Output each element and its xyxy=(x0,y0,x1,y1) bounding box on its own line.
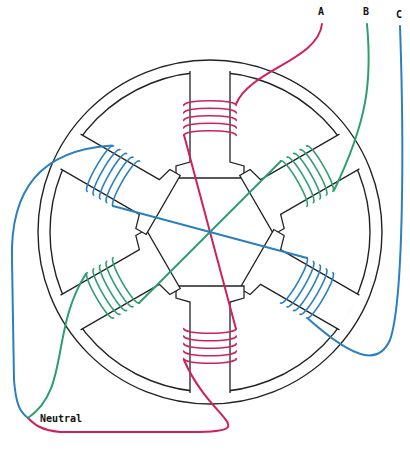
winding-turn xyxy=(184,351,236,356)
winding-turn xyxy=(103,261,134,309)
phase-label: C xyxy=(396,9,402,20)
winding-turn xyxy=(103,155,134,203)
winding-turn xyxy=(293,151,324,199)
winding-turn xyxy=(184,328,236,333)
pole-body xyxy=(240,230,367,342)
winding-turn xyxy=(287,261,318,309)
winding-turn xyxy=(300,147,331,195)
phase-wire xyxy=(236,24,322,104)
winding-turn xyxy=(293,265,324,313)
winding-turn xyxy=(109,257,140,305)
winding-turn xyxy=(184,343,236,348)
winding-turn xyxy=(90,147,121,195)
winding-turn xyxy=(287,155,318,203)
winding-turn xyxy=(83,144,114,192)
pole-body xyxy=(54,230,181,342)
winding-turn xyxy=(280,257,311,305)
winding-turn xyxy=(96,151,127,199)
winding-turn xyxy=(184,123,236,128)
coil-winding xyxy=(280,257,337,320)
phase-wire xyxy=(28,360,228,432)
phase-wire xyxy=(308,26,402,355)
stator-inner xyxy=(50,72,370,392)
pole-body xyxy=(54,122,181,234)
winding-turn xyxy=(184,336,236,341)
winding-turn xyxy=(184,116,236,121)
winding-turn xyxy=(184,131,236,136)
pole-body xyxy=(176,71,244,178)
pole-body xyxy=(240,122,367,234)
winding-turn xyxy=(184,108,236,113)
phase-wire xyxy=(334,24,369,191)
stator-pole xyxy=(54,122,181,234)
stator-pole xyxy=(240,122,367,234)
stator-pole xyxy=(54,230,181,342)
stator-pole xyxy=(176,71,244,178)
winding-turn xyxy=(300,269,331,317)
winding-turn xyxy=(83,272,114,320)
winding-turn xyxy=(184,358,236,363)
coil-winding xyxy=(280,144,337,207)
phase-wire xyxy=(28,274,86,419)
winding-turn xyxy=(96,265,127,313)
coil-winding xyxy=(184,328,236,363)
stator-pole xyxy=(240,230,367,342)
phase-label: A xyxy=(318,6,324,17)
stator-pole xyxy=(176,286,244,393)
winding-turn xyxy=(306,144,337,192)
winding-turn xyxy=(306,272,337,320)
winding-turn xyxy=(109,159,140,207)
neutral-label: Neutral xyxy=(40,413,82,424)
winding-turn xyxy=(280,159,311,207)
coil-winding xyxy=(83,144,140,207)
winding-turn xyxy=(184,101,236,106)
coil-winding xyxy=(184,101,236,136)
stator-outer xyxy=(38,60,382,404)
pole-body xyxy=(176,286,244,393)
coil-winding xyxy=(83,257,140,320)
phase-wire xyxy=(113,206,307,258)
winding-turn xyxy=(90,269,121,317)
phase-label: B xyxy=(363,6,369,17)
